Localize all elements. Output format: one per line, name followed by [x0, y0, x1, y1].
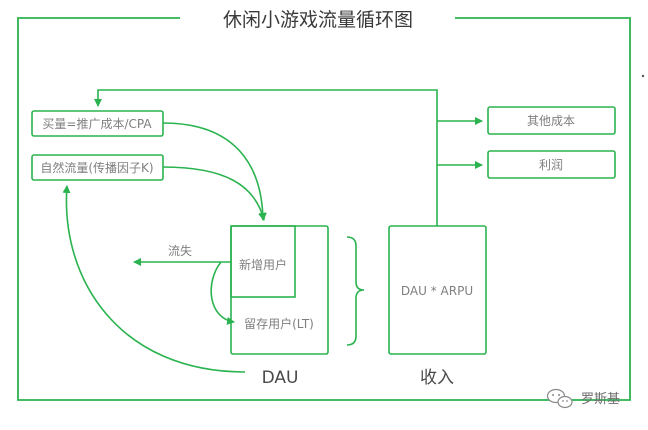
retained-users-label: 留存用户(LT): [244, 316, 314, 331]
edge-dot: [641, 74, 645, 78]
dau-label: DAU: [262, 368, 299, 388]
revenue-label: 收入: [420, 368, 454, 388]
other-cost-label: 其他成本: [527, 114, 575, 128]
other-cost-box: [487, 106, 616, 135]
equivalence-brace: [346, 236, 365, 346]
arrow-buy-to-new-users: [162, 122, 267, 221]
dau-box: [230, 225, 329, 355]
new-users-label: 新增用户: [239, 257, 287, 272]
diagram-title: 休闲小游戏流量循环图: [223, 9, 413, 31]
profit-label: 利润: [539, 158, 563, 172]
natural-traffic-label: 自然流量(传播因子K): [40, 160, 153, 175]
outer-frame: [17, 17, 631, 401]
watermark-text: 罗斯基: [581, 392, 620, 407]
arrow-dau-to-natural: [62, 185, 246, 373]
revenue-formula-label: DAU * ARPU: [401, 284, 473, 298]
arrow-new-to-retained: [210, 261, 235, 325]
wechat-icon: [546, 388, 573, 409]
buy-traffic-label: 买量=推广成本/CPA: [42, 117, 152, 131]
churn-label: 流失: [168, 243, 192, 258]
arrow-natural-to-new-users: [162, 166, 267, 221]
profit-box: [487, 150, 616, 179]
arrow-revenue-reinvest: [94, 89, 438, 226]
